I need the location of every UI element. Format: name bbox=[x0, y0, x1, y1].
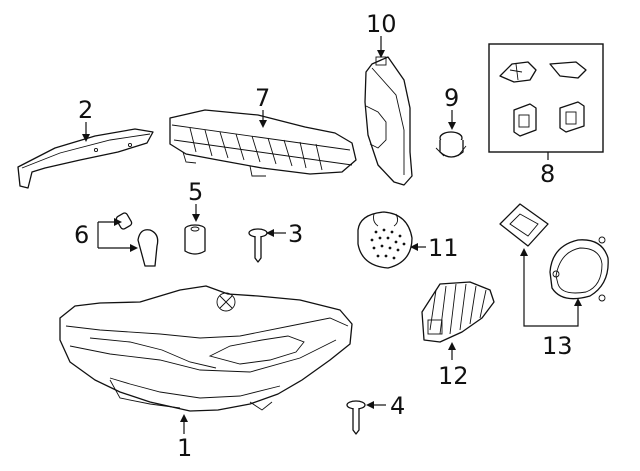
callout-8: 8 bbox=[540, 160, 555, 188]
callout-10: 10 bbox=[366, 10, 397, 38]
part-5-grommet[interactable] bbox=[184, 224, 206, 255]
callout-9: 9 bbox=[444, 84, 459, 112]
callout-5: 5 bbox=[188, 178, 203, 206]
part-13-module-and-cover[interactable] bbox=[499, 203, 609, 302]
part-3-screw[interactable] bbox=[248, 228, 268, 263]
part-7-bracket[interactable] bbox=[169, 109, 357, 177]
part-8-hardware-kit[interactable] bbox=[488, 43, 604, 153]
part-2-trim-strip[interactable] bbox=[17, 128, 154, 189]
callout-13: 13 bbox=[542, 332, 573, 360]
callout-1: 1 bbox=[177, 434, 192, 462]
part-1-headlamp-assembly[interactable] bbox=[59, 285, 353, 412]
callout-2: 2 bbox=[78, 96, 93, 124]
part-10-control-module[interactable] bbox=[364, 56, 413, 186]
part-12-heat-sink[interactable] bbox=[421, 281, 495, 343]
part-9-bulb-socket[interactable] bbox=[435, 131, 467, 158]
callout-11: 11 bbox=[428, 234, 459, 262]
callout-labels: 2 7 10 9 8 5 6 3 11 12 13 1 4 bbox=[74, 10, 573, 462]
callout-7: 7 bbox=[255, 84, 270, 112]
callout-4: 4 bbox=[390, 392, 405, 420]
callout-12: 12 bbox=[438, 362, 469, 390]
callout-3: 3 bbox=[288, 220, 303, 248]
callout-6: 6 bbox=[74, 221, 89, 249]
leader-lines bbox=[82, 36, 582, 434]
part-11-sound-generator[interactable] bbox=[357, 211, 413, 269]
part-6-bulbs[interactable] bbox=[115, 212, 159, 267]
part-4-screw[interactable] bbox=[346, 400, 366, 435]
